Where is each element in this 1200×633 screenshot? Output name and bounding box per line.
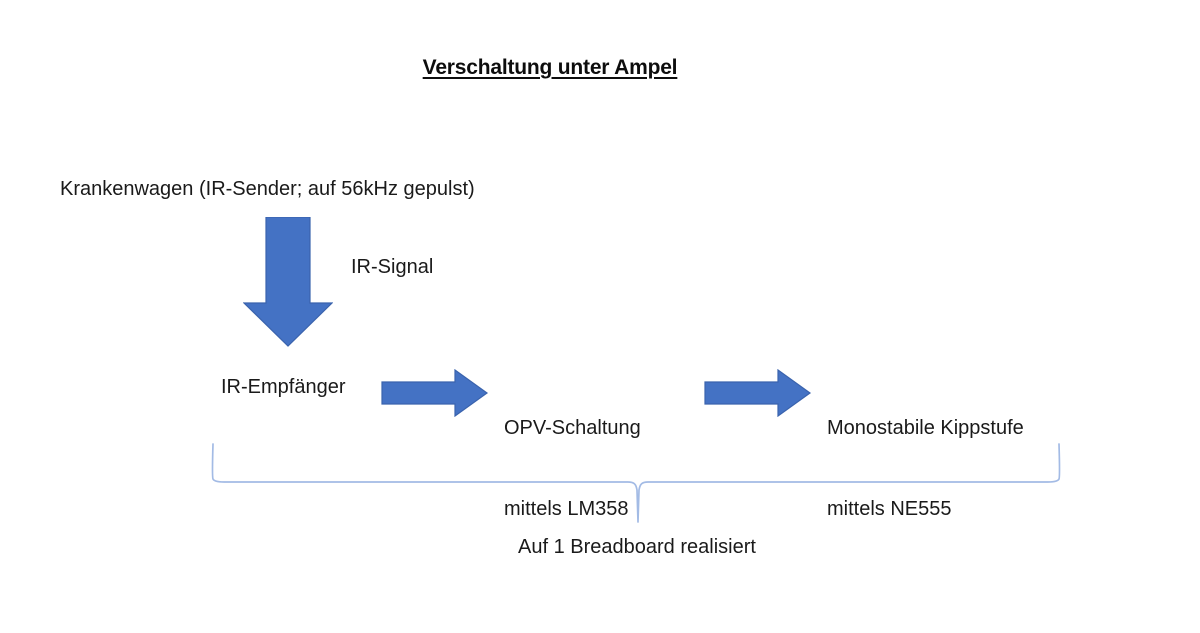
- page-title: Verschaltung unter Ampel: [422, 56, 678, 79]
- grouping-brace: [204, 436, 1074, 531]
- stage-label-ir-receiver: IR-Empfänger: [221, 376, 346, 398]
- source-label-ambulance: Krankenwagen (IR-Sender; auf 56kHz gepul…: [60, 178, 475, 200]
- down-arrow: [243, 217, 333, 347]
- right-arrow-2: [704, 369, 812, 417]
- stage-label-monostable-line1: Monostabile Kippstufe: [827, 417, 1024, 439]
- stage-label-monostable: Monostabile Kippstufe mittels NE555: [827, 361, 1024, 577]
- stage-label-monostable-line2: mittels NE555: [827, 498, 952, 520]
- brace-caption: Auf 1 Breadboard realisiert: [518, 536, 756, 558]
- right-arrow-1: [381, 369, 489, 417]
- stage-label-opv-line2: mittels LM358: [504, 498, 629, 520]
- stage-label-opv: OPV-Schaltung mittels LM358: [504, 361, 641, 577]
- ir-signal-label: IR-Signal: [351, 256, 434, 278]
- stage-label-opv-line1: OPV-Schaltung: [504, 417, 641, 439]
